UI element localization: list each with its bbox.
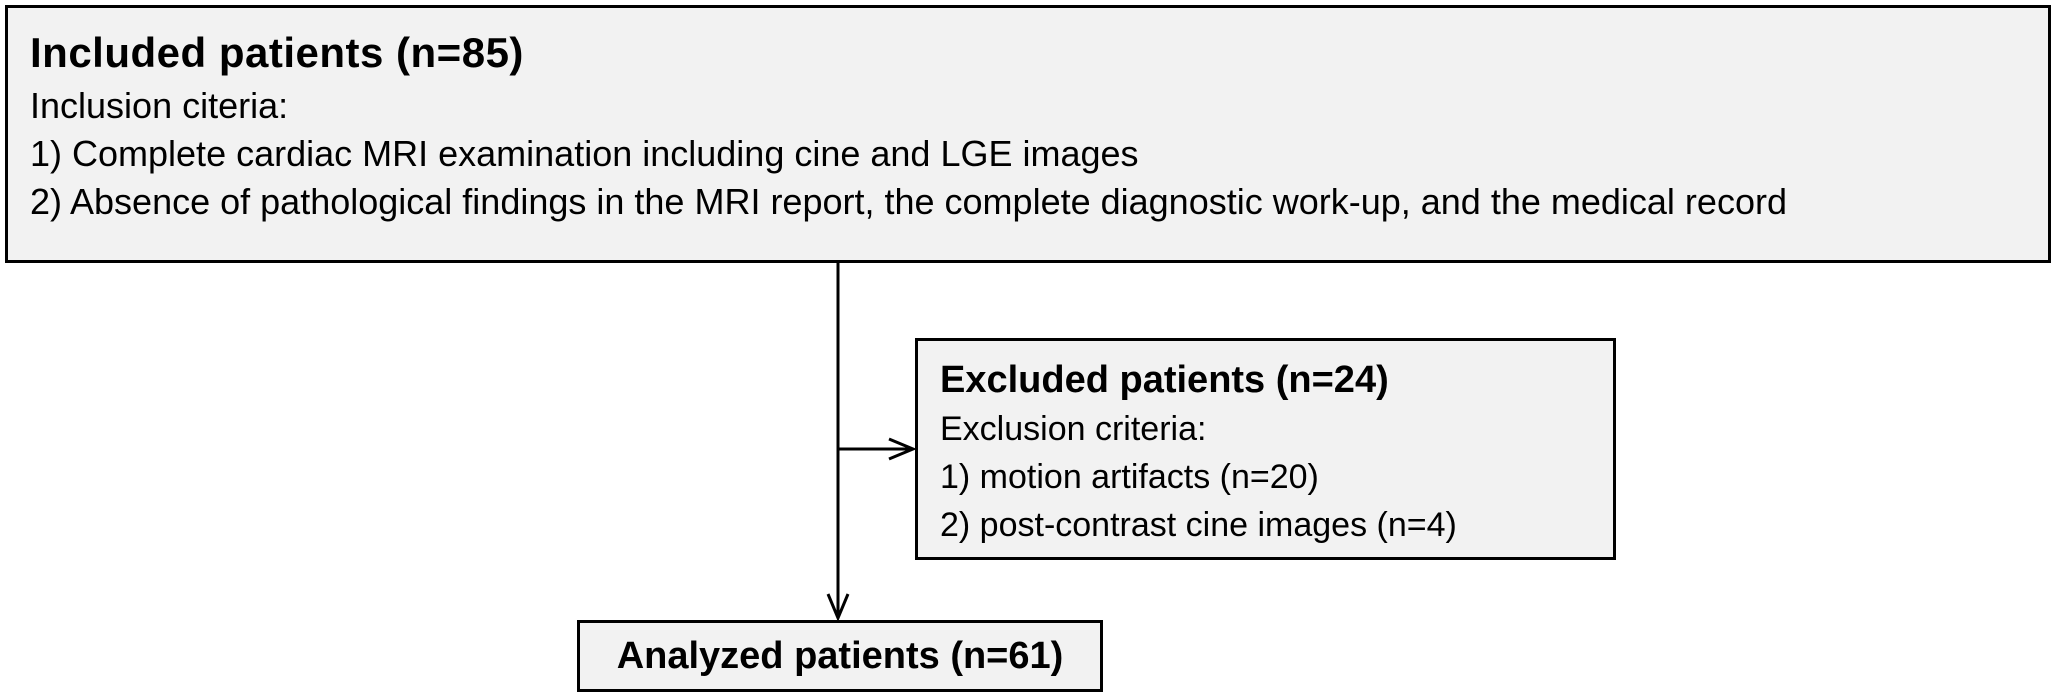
included-patients-box: Included patients (n=85) Inclusion citer… bbox=[5, 5, 2051, 263]
analyzed-patients-title: Analyzed patients (n=61) bbox=[616, 634, 1064, 677]
inclusion-criterion-1: 1) Complete cardiac MRI examination incl… bbox=[30, 133, 1139, 174]
exclusion-criterion-2: 2) post-contrast cine images (n=4) bbox=[940, 506, 1457, 544]
excluded-patients-box: Excluded patients (n=24) Exclusion crite… bbox=[915, 338, 1616, 560]
analyzed-patients-box: Analyzed patients (n=61) bbox=[577, 620, 1103, 692]
inclusion-criteria-heading: Inclusion citeria: bbox=[30, 85, 289, 126]
excluded-patients-title: Excluded patients (n=24) bbox=[940, 359, 1389, 401]
included-patients-title: Included patients (n=85) bbox=[30, 29, 524, 76]
exclusion-criteria-heading: Exclusion criteria: bbox=[940, 410, 1207, 448]
exclusion-criterion-1: 1) motion artifacts (n=20) bbox=[940, 458, 1319, 496]
inclusion-criterion-2: 2) Absence of pathological findings in t… bbox=[30, 181, 1787, 222]
